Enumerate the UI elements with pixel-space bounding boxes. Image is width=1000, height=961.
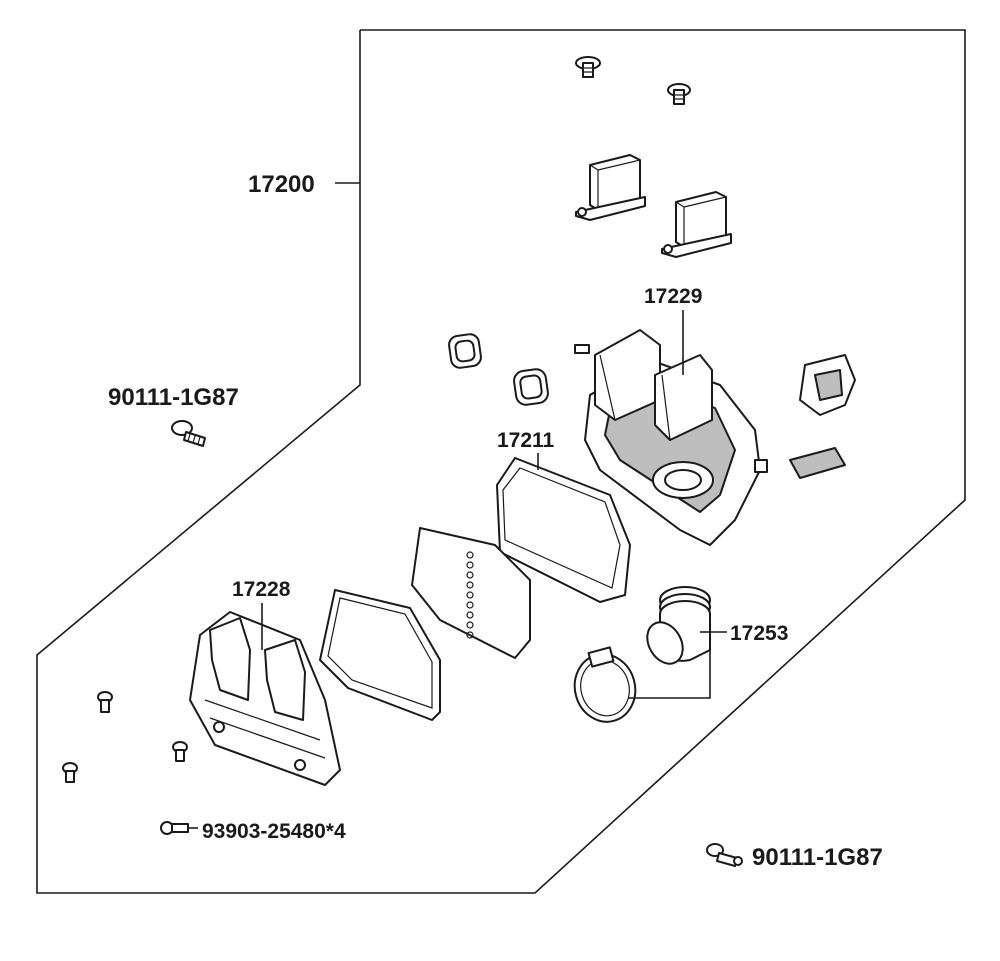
left-screw [171,420,206,447]
air-cleaner-case [574,329,768,546]
small-gasket-1 [448,333,482,369]
filter-element [496,457,631,603]
label-17228: 17228 [232,578,291,601]
label-90111-left: 90111-1G87 [108,384,239,411]
label-17211: 17211 [497,429,555,452]
label-17229: 17229 [644,285,702,308]
cover-gasket [319,589,441,721]
bottom-screw-icon [706,843,743,867]
label-93903: 93903-25480*4 [202,820,346,843]
top-screw-2 [667,83,691,105]
pre-filter-screen [411,527,531,659]
top-screw-1 [575,56,601,78]
air-cleaner-cover [189,611,341,786]
cover-screw-1 [97,691,113,713]
intake-duct [646,586,711,665]
breather-fitting [799,354,856,416]
hose-clamp [573,646,637,723]
small-gasket-2 [513,368,549,406]
label-17253: 17253 [730,622,788,645]
sponge-filter [789,447,846,479]
cover-screw-legend-icon [160,821,189,835]
upper-bracket-1 [575,154,646,221]
label-17200: 17200 [248,171,315,198]
upper-bracket-2 [661,191,732,258]
label-90111-bottom: 90111-1G87 [752,844,883,871]
leader-17253 [628,631,727,699]
assembly-boundary [36,29,966,894]
cover-screw-3 [172,741,188,762]
cover-screw-2 [62,762,78,783]
